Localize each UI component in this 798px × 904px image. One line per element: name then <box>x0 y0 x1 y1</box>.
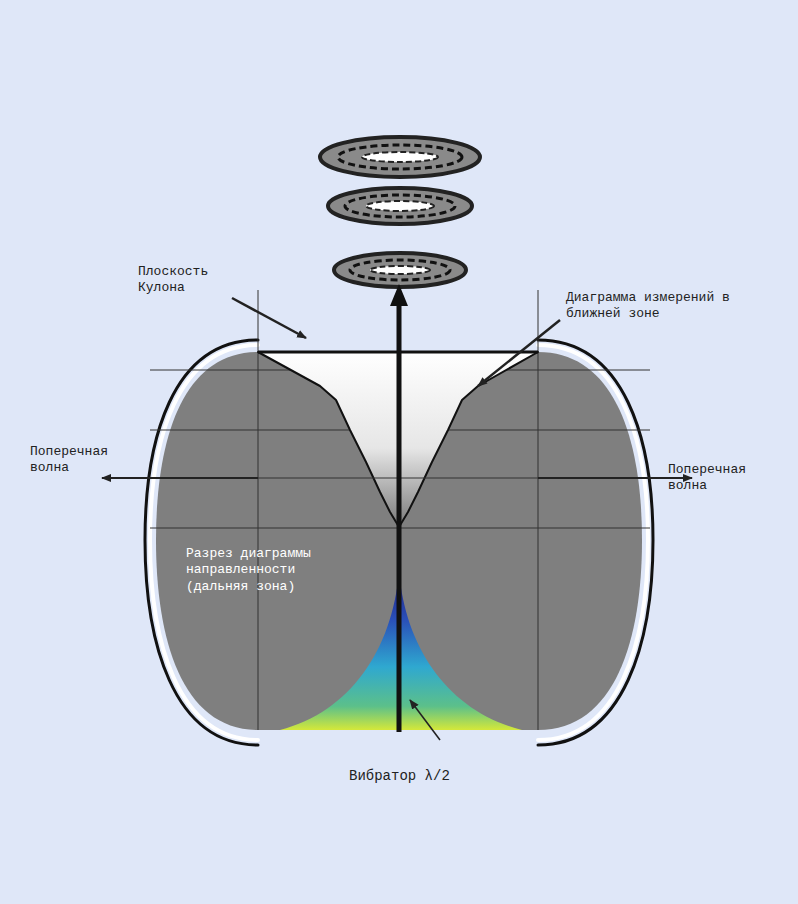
vibrator <box>397 305 402 732</box>
leader-line <box>478 320 560 386</box>
leader-line <box>232 298 306 338</box>
near-zone-label: Диаграмма измерений в ближней зоне <box>566 290 756 323</box>
transverse-arrow <box>102 477 258 479</box>
vibrator-label: Вибратор λ/2 <box>349 768 450 786</box>
plane-label: Плоскость Кулона <box>138 264 230 297</box>
wave-label: Поперечная волна <box>30 444 130 477</box>
wave-label: Поперечная волна <box>668 462 768 495</box>
vibrator-arrowhead <box>390 284 408 306</box>
far-zone-label: Разрез диаграммы направленности (дальняя… <box>186 546 336 595</box>
leader-line <box>410 700 440 740</box>
wave-rings <box>320 137 480 287</box>
